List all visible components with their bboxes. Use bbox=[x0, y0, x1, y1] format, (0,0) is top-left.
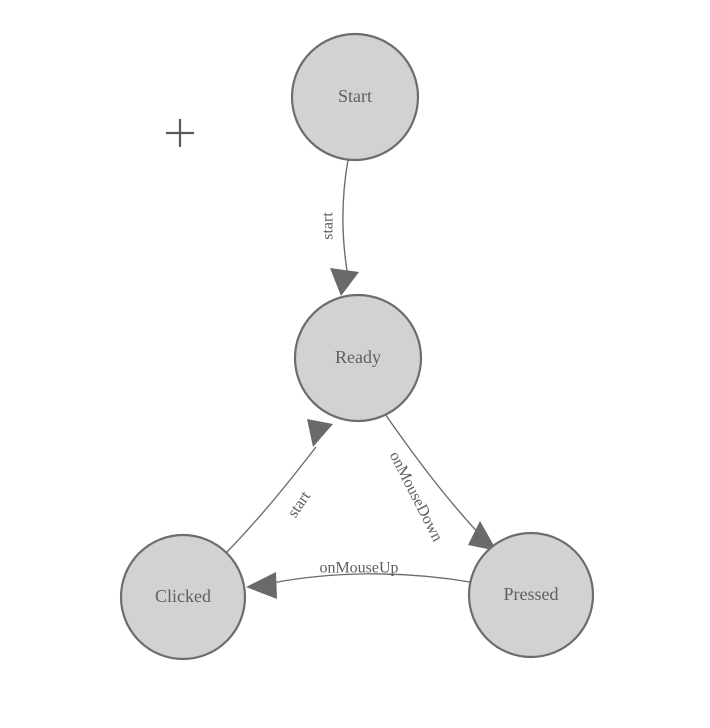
node-clicked-circle[interactable] bbox=[119, 533, 247, 661]
node-start-circle[interactable] bbox=[290, 32, 420, 162]
node-clicked-label: Clicked bbox=[155, 586, 211, 606]
edge-start-to-ready[interactable]: start bbox=[320, 159, 359, 296]
node-pressed-label: Pressed bbox=[504, 584, 559, 604]
node-clicked[interactable]: Clicked bbox=[119, 533, 247, 661]
edge-path-pressed-to-clicked bbox=[271, 573, 471, 584]
node-ready[interactable]: Ready bbox=[293, 293, 423, 423]
edge-path-ready-to-pressed bbox=[384, 413, 488, 543]
edge-clicked-to-ready[interactable]: start bbox=[225, 419, 333, 554]
crosshair-cursor-icon bbox=[166, 119, 194, 147]
edge-pressed-to-clicked[interactable]: onMouseUp bbox=[246, 560, 471, 599]
arrowhead-clicked-to-ready bbox=[307, 419, 333, 447]
node-pressed[interactable]: Pressed bbox=[467, 531, 595, 659]
arrowhead-ready-to-pressed bbox=[468, 521, 497, 551]
arrowhead-start-to-ready bbox=[330, 268, 359, 296]
edge-path-clicked-to-ready bbox=[225, 446, 317, 554]
edge-ready-to-pressed[interactable]: onMouseDown bbox=[384, 413, 497, 551]
node-ready-label: Ready bbox=[335, 347, 381, 367]
edge-path-start-to-ready bbox=[342, 159, 350, 284]
node-start-label: Start bbox=[338, 86, 372, 106]
edge-label-start-2: start bbox=[285, 488, 315, 521]
arrowhead-pressed-to-clicked bbox=[246, 572, 277, 599]
edge-label-start: start bbox=[320, 212, 337, 240]
edge-label-onmouseup: onMouseUp bbox=[319, 560, 398, 577]
node-ready-circle[interactable] bbox=[293, 293, 423, 423]
edge-label-onmousedown: onMouseDown bbox=[386, 449, 446, 545]
node-start[interactable]: Start bbox=[290, 32, 420, 162]
node-pressed-circle[interactable] bbox=[467, 531, 595, 659]
